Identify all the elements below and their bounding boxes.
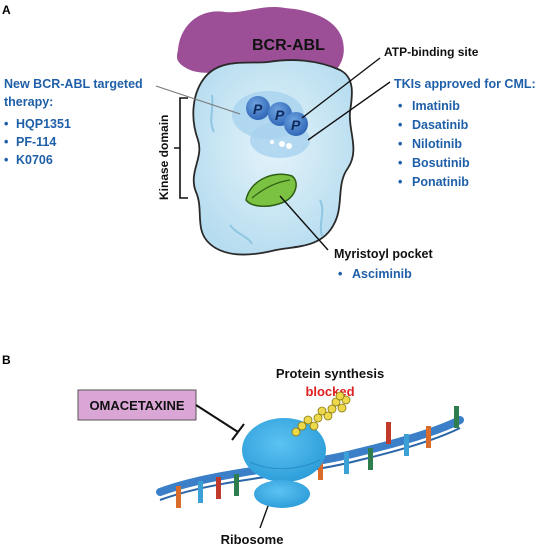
mrna-strand (156, 406, 464, 508)
drug-item: Nilotinib (412, 137, 462, 151)
bullet: • (398, 156, 402, 170)
atp-binding-site-label: ATP-binding site (384, 45, 479, 59)
bcr-abl-label: BCR-ABL (252, 37, 325, 54)
shading-line (229, 224, 253, 245)
panel-a-label: A (2, 3, 11, 17)
drug-item: Dasatinib (412, 118, 469, 132)
tkis-approved: TKIs approved for CML: • Imatinib • Dasa… (394, 77, 536, 189)
drug-item: HQP1351 (16, 117, 71, 131)
phosphate-circle (246, 96, 270, 120)
panel-b-label: B (2, 353, 11, 367)
pointer-line (155, 85, 241, 115)
omacetaxine-box (77, 389, 197, 421)
phosphate-label: P (253, 101, 263, 117)
bullet: • (398, 118, 402, 132)
ribosome-label: Ribosome (221, 532, 284, 547)
inhibition-line (195, 404, 245, 441)
new-targeted-title: New BCR-ABL targeted (4, 77, 143, 91)
drug-item: Asciminib (352, 267, 412, 281)
shading-line (319, 199, 324, 237)
kinase-domain-bracket (174, 97, 188, 199)
drug-item: Ponatinib (412, 175, 469, 189)
tkis-title: TKIs approved for CML: (394, 77, 536, 91)
peptide-chain (291, 391, 351, 437)
myristoyl-pocket-label: Myristoyl pocket (334, 247, 433, 261)
drug-item: K0706 (16, 153, 53, 167)
atp-phosphates: P P P (232, 91, 310, 158)
bullet: • (398, 99, 402, 113)
protein-synthesis-label: Protein synthesis (276, 366, 384, 381)
leaf-vein (251, 179, 291, 199)
drug-item: Imatinib (412, 99, 460, 113)
myristoyl-pocket-shape (245, 173, 297, 207)
bullet: • (398, 175, 402, 189)
drug-item: PF-114 (16, 135, 56, 149)
pointer-line (301, 57, 381, 119)
bullet: • (4, 117, 8, 131)
ribosome (242, 418, 326, 508)
bullet: • (4, 153, 8, 167)
kinase-domain-label: Kinase domain (157, 115, 171, 200)
bullet: • (4, 135, 8, 149)
pointer-line (279, 195, 329, 251)
pointer-line (259, 505, 269, 529)
new-targeted-title: therapy: (4, 95, 53, 109)
pointer-line (307, 81, 391, 141)
bullet: • (398, 137, 402, 151)
phosphate-label: P (275, 107, 285, 123)
drug-item: Bosutinib (412, 156, 470, 170)
shading-line (210, 94, 215, 133)
new-targeted-therapy: New BCR-ABL targeted therapy: • HQP1351 … (4, 77, 143, 167)
omacetaxine-label: OMACETAXINE (89, 398, 184, 413)
phosphate-label: P (291, 117, 301, 133)
bullet: • (338, 267, 342, 281)
